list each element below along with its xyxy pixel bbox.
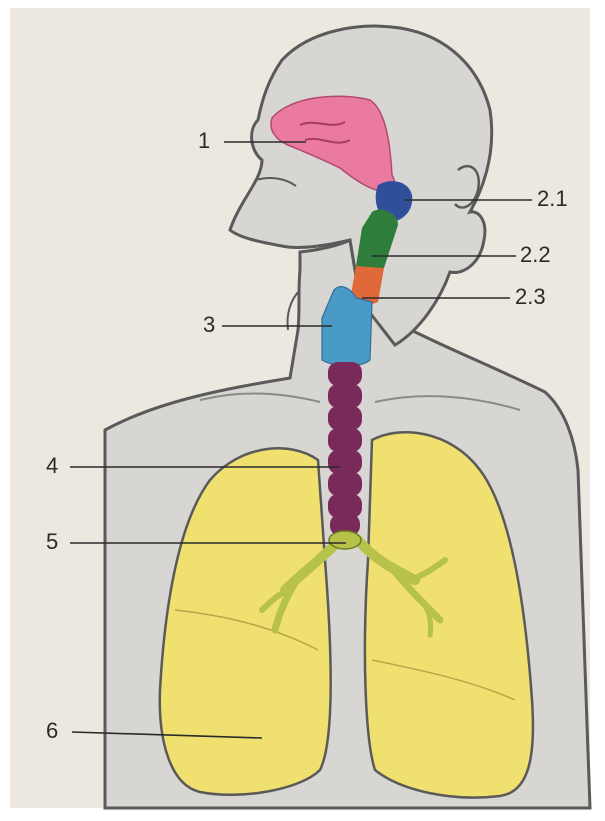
- label-1: 1: [198, 130, 210, 152]
- trachea-ring: [328, 450, 362, 474]
- carina: [329, 531, 361, 549]
- label-6: 6: [46, 720, 58, 742]
- trachea-ring: [328, 472, 362, 496]
- trachea-ring: [328, 406, 362, 430]
- label-5: 5: [46, 531, 58, 553]
- trachea: [328, 362, 362, 536]
- label-2-2: 2.2: [520, 244, 551, 266]
- trachea-ring: [328, 428, 362, 452]
- label-2-1: 2.1: [537, 188, 568, 210]
- label-3: 3: [203, 314, 215, 336]
- trachea-ring: [328, 384, 362, 408]
- trachea-ring: [328, 362, 362, 386]
- label-2-3: 2.3: [515, 286, 546, 308]
- label-4: 4: [46, 455, 58, 477]
